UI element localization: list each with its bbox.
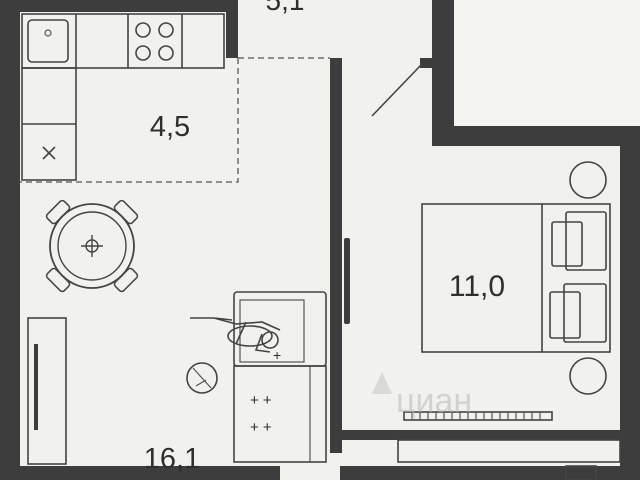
balcony-window: [397, 439, 621, 463]
pillow-icon: [565, 211, 607, 271]
pillow-icon: [551, 221, 583, 267]
sink-icon: [27, 19, 69, 63]
outer-wall-top-kitchen: [20, 0, 238, 12]
balcony-door: [565, 465, 597, 480]
bathroom-wall-bottom: [432, 126, 640, 146]
bedroom-radiator: [403, 411, 553, 421]
nightstand-top-icon: [569, 161, 607, 199]
counter-top: [21, 13, 225, 69]
fridge-mark-icon: [42, 146, 56, 160]
nightstand-bottom-icon: [569, 357, 607, 395]
wall-opening: [280, 466, 340, 480]
watermark: циан: [372, 372, 472, 420]
room-area-living: 16,1: [144, 443, 200, 475]
person-icon: [190, 317, 281, 353]
svg-text:+: +: [273, 347, 281, 363]
dining-table: [45, 199, 139, 293]
floor-lamp-icon: [186, 362, 218, 394]
svg-text:циан: циан: [396, 382, 472, 420]
watermark-logo-icon: [372, 372, 392, 394]
pillow-icon: [563, 283, 607, 343]
sofa: + + + +: [233, 365, 327, 463]
room-area-bedroom: 11,0: [449, 270, 505, 303]
outer-wall-right: [620, 146, 640, 480]
stove-icon: [135, 22, 174, 61]
wardrobe: [27, 317, 67, 465]
room-area-hall: 5,1: [266, 0, 305, 16]
svg-text:+ +: + +: [250, 419, 272, 436]
bed: [421, 203, 611, 353]
room-area-kitchen: 4,5: [150, 111, 190, 143]
bedroom-wall-bottom: [330, 430, 622, 440]
svg-text:+ +: + +: [250, 392, 272, 409]
bathroom-wall-left: [432, 0, 454, 146]
wardrobe-handle: [34, 344, 38, 430]
door-jamb: [420, 58, 434, 68]
kitchen-counter: [21, 13, 225, 181]
partition-wall: [330, 58, 342, 453]
radiator: [344, 238, 350, 324]
bathroom-area: [454, 0, 640, 126]
hall-door-leaf: [371, 63, 423, 117]
outer-wall-left: [0, 0, 20, 480]
kitchen-zone-boundary: [20, 57, 330, 183]
pillow-icon: [549, 291, 581, 339]
kitchen-wall-stub: [226, 0, 238, 58]
